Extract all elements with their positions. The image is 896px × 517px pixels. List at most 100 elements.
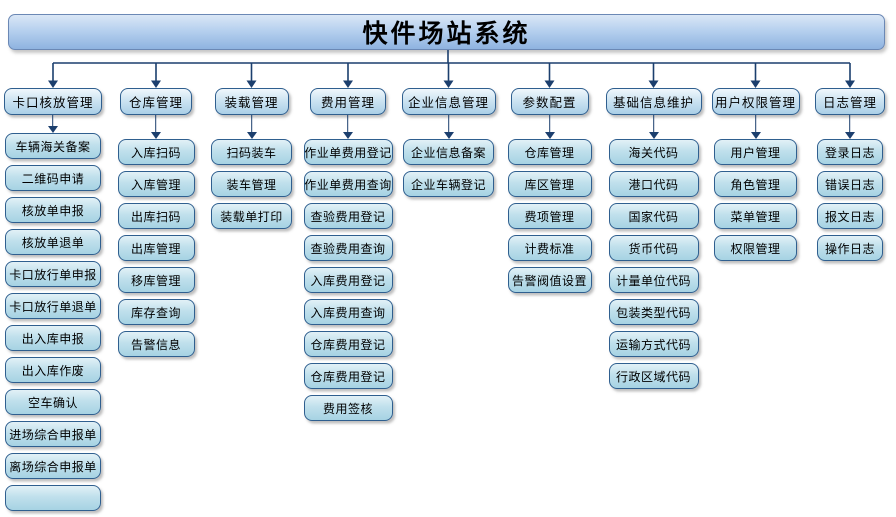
arrowhead-icon bbox=[648, 132, 659, 139]
menu-item-node-partial bbox=[5, 485, 101, 511]
menu-item-node: 仓库费用登记 bbox=[303, 331, 393, 357]
menu-item-node: 权限管理 bbox=[714, 235, 797, 261]
menu-item-label: 入库费用登记 bbox=[310, 273, 386, 288]
connector-line bbox=[250, 115, 252, 133]
menu-item-node: 行政区域代码 bbox=[608, 363, 699, 389]
menu-item-label: 海关代码 bbox=[628, 145, 679, 160]
menu-item-node: 出库扫码 bbox=[117, 203, 195, 229]
menu-item-node: 国家代码 bbox=[608, 203, 699, 229]
down-arrow-connector bbox=[813, 115, 887, 139]
module-header-node: 参数配置 bbox=[510, 88, 589, 115]
module-column: 装载管理 扫码装车 装车管理 装载单打印 bbox=[209, 88, 294, 235]
menu-item-label: 空车确认 bbox=[27, 395, 78, 410]
arrowhead-icon bbox=[151, 132, 161, 139]
menu-item-node: 空车确认 bbox=[5, 389, 101, 415]
module-header-label: 日志管理 bbox=[822, 96, 877, 110]
module-column: 参数配置 仓库管理 库区管理 费项管理 计费标准 告警阀值设置 bbox=[505, 88, 594, 299]
menu-item-node: 出入库作废 bbox=[5, 357, 101, 383]
menu-item-label: 港口代码 bbox=[628, 177, 679, 192]
arrowhead-icon bbox=[48, 126, 58, 133]
menu-item-node: 仓库管理 bbox=[507, 139, 592, 165]
down-arrow-connector bbox=[116, 115, 196, 139]
menu-item-node: 作业单费用登记 bbox=[303, 139, 393, 165]
menu-item-node: 用户管理 bbox=[714, 139, 797, 165]
arrowhead-icon bbox=[443, 132, 454, 139]
down-arrow-connector bbox=[209, 115, 294, 139]
menu-item-label: 仓库费用登记 bbox=[310, 369, 386, 384]
menu-item-label: 告警阀值设置 bbox=[511, 273, 587, 288]
system-title-node: 快件场站系统 bbox=[8, 14, 885, 50]
menu-item-node: 出入库申报 bbox=[5, 325, 101, 351]
menu-item-node: 企业信息备案 bbox=[403, 139, 494, 165]
menu-item-label: 费项管理 bbox=[524, 209, 575, 224]
menu-item-label: 核放单退单 bbox=[21, 235, 85, 250]
arrowhead-icon bbox=[246, 132, 257, 139]
menu-item-label: 国家代码 bbox=[628, 209, 679, 224]
menu-item-node: 告警阀值设置 bbox=[507, 267, 592, 293]
connector-line bbox=[347, 115, 349, 133]
menu-item-label: 库区管理 bbox=[524, 177, 575, 192]
connector-line bbox=[155, 115, 157, 133]
menu-item-label: 卡口放行单申报 bbox=[9, 267, 97, 282]
module-column: 仓库管理 入库扫码 入库管理 出库扫码 出库管理 移库管理 库存查询 告警信息 bbox=[116, 88, 196, 363]
menu-item-label: 操作日志 bbox=[824, 241, 875, 256]
menu-item-label: 出入库申报 bbox=[21, 331, 85, 346]
connector-line bbox=[652, 115, 654, 133]
menu-item-label: 报文日志 bbox=[824, 209, 875, 224]
menu-item-label: 计量单位代码 bbox=[615, 273, 691, 288]
menu-item-node: 入库扫码 bbox=[117, 139, 195, 165]
menu-item-node: 作业单费用查询 bbox=[303, 171, 393, 197]
menu-item-node: 出库管理 bbox=[117, 235, 195, 261]
menu-item-label: 货币代码 bbox=[628, 241, 679, 256]
menu-item-label: 出入库作废 bbox=[21, 363, 85, 378]
org-chart-canvas: 快件场站系统 卡口核放管理 车辆海关备案 二维码申请 核放单申报 核放单退单 卡… bbox=[4, 14, 887, 511]
down-arrow-connector bbox=[302, 115, 394, 139]
menu-item-label: 计费标准 bbox=[524, 241, 575, 256]
menu-item-node: 扫码装车 bbox=[211, 139, 292, 165]
down-arrow-connector bbox=[605, 115, 702, 139]
menu-item-node: 菜单管理 bbox=[714, 203, 797, 229]
menu-item-label: 离场综合申报单 bbox=[9, 459, 97, 474]
menu-item-label: 登录日志 bbox=[824, 145, 875, 160]
menu-item-node: 核放单退单 bbox=[5, 229, 101, 255]
module-column: 用户权限管理 用户管理 角色管理 菜单管理 权限管理 bbox=[710, 88, 801, 267]
module-header-label: 卡口核放管理 bbox=[12, 96, 94, 110]
menu-item-node: 核放单申报 bbox=[5, 197, 101, 223]
connector-line bbox=[849, 115, 851, 133]
menu-item-label: 仓库费用登记 bbox=[310, 337, 386, 352]
menu-item-node: 港口代码 bbox=[608, 171, 699, 197]
menu-item-node: 二维码申请 bbox=[5, 165, 101, 191]
arrowhead-icon bbox=[750, 132, 761, 139]
menu-item-node: 企业车辆登记 bbox=[403, 171, 494, 197]
down-arrow-connector bbox=[505, 115, 594, 139]
arrowhead-icon bbox=[845, 132, 855, 139]
menu-item-node: 报文日志 bbox=[817, 203, 883, 229]
menu-item-label: 告警信息 bbox=[130, 337, 181, 352]
module-header-node: 企业信息管理 bbox=[401, 88, 496, 115]
menu-item-node: 角色管理 bbox=[714, 171, 797, 197]
module-header-node: 基础信息维护 bbox=[605, 88, 702, 115]
menu-item-node: 登录日志 bbox=[817, 139, 883, 165]
menu-item-label: 企业信息备案 bbox=[410, 145, 486, 160]
module-header-node: 用户权限管理 bbox=[711, 88, 800, 115]
module-column: 基础信息维护 海关代码 港口代码 国家代码 货币代码 计量单位代码 包装类型代码… bbox=[605, 88, 702, 395]
module-header-label: 仓库管理 bbox=[128, 96, 183, 110]
menu-item-node: 车辆海关备案 bbox=[5, 133, 101, 159]
down-arrow-connector bbox=[3, 115, 103, 133]
menu-item-label: 装车管理 bbox=[226, 177, 277, 192]
module-column: 卡口核放管理 车辆海关备案 二维码申请 核放单申报 核放单退单 卡口放行单申报 … bbox=[3, 88, 103, 517]
menu-item-label: 移库管理 bbox=[130, 273, 181, 288]
module-header-label: 装载管理 bbox=[224, 96, 279, 110]
menu-item-label: 出库管理 bbox=[130, 241, 181, 256]
module-header-node: 装载管理 bbox=[214, 88, 289, 115]
menu-item-label: 角色管理 bbox=[730, 177, 781, 192]
menu-item-node: 库区管理 bbox=[507, 171, 592, 197]
menu-item-node: 包装类型代码 bbox=[608, 299, 699, 325]
menu-item-label: 核放单申报 bbox=[21, 203, 85, 218]
menu-item-label: 入库费用查询 bbox=[310, 305, 386, 320]
menu-item-label: 库存查询 bbox=[130, 305, 181, 320]
arrowhead-icon bbox=[544, 132, 555, 139]
menu-item-label: 费用签核 bbox=[322, 401, 373, 416]
connector-line bbox=[754, 115, 756, 133]
down-arrow-connector bbox=[401, 115, 496, 139]
